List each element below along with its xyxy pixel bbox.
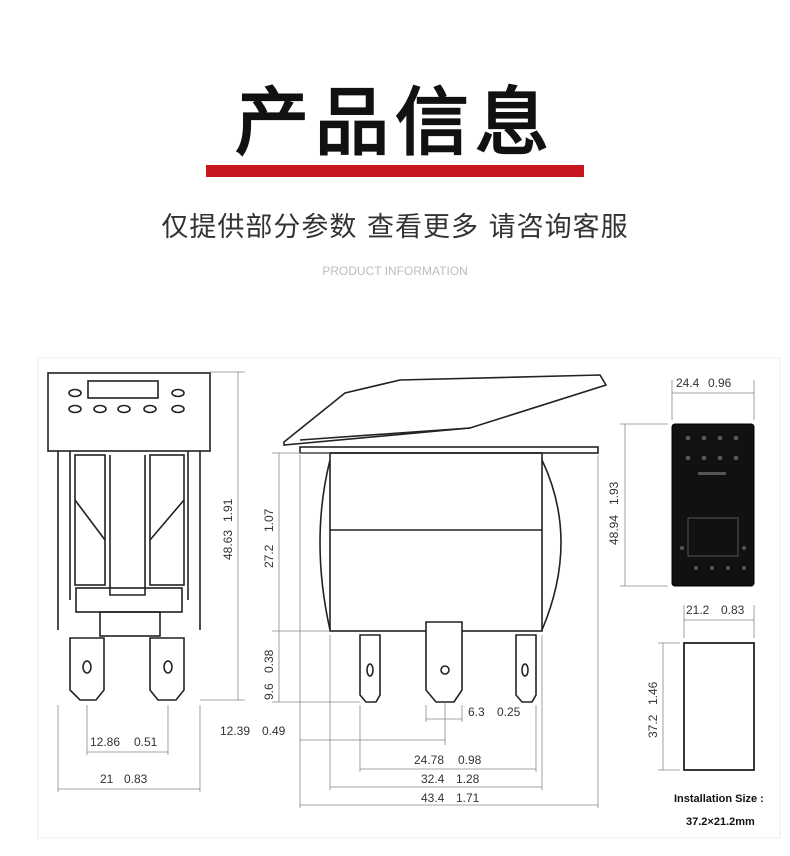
front-width-in-label: 0.83 xyxy=(124,772,148,786)
terminal-length-in-label: 0.38 xyxy=(262,649,276,673)
page-subtitle: 仅提供部分参数 查看更多 请咨询客服 xyxy=(161,212,629,243)
top-view xyxy=(671,423,755,771)
cutout-height-label: 37.2 xyxy=(646,714,660,738)
span2-label: 32.4 xyxy=(421,772,445,786)
terminal-width-label: 6.3 xyxy=(468,705,485,719)
front-view xyxy=(47,372,211,701)
drawing-frame xyxy=(37,357,781,839)
body-height-in-label: 1.07 xyxy=(262,508,276,532)
page-title: 产品信息 xyxy=(235,80,555,166)
front-height-in-label: 1.91 xyxy=(221,498,235,522)
offset-in-label: 0.49 xyxy=(262,724,286,738)
cutout-width-label: 21.2 xyxy=(686,603,710,617)
span2-in-label: 1.28 xyxy=(456,772,480,786)
installation-size-label: Installation Size : xyxy=(674,793,764,805)
dimension-lines xyxy=(57,371,755,808)
offset-label: 12.39 xyxy=(220,724,250,738)
span1-label: 24.78 xyxy=(414,753,444,767)
title-underline xyxy=(206,165,584,177)
overall-in-label: 1.71 xyxy=(456,791,480,805)
body-height-label: 27.2 xyxy=(262,544,276,568)
top-width-label: 24.4 xyxy=(676,376,700,390)
top-width-in-label: 0.96 xyxy=(708,376,732,390)
pin-spacing-label: 12.86 xyxy=(90,735,120,749)
top-height-label: 48.94 xyxy=(607,515,621,545)
installation-size-value: 37.2×21.2mm xyxy=(686,816,755,828)
cutout-height-in-label: 1.46 xyxy=(646,681,660,705)
side-view xyxy=(283,374,608,703)
top-height-in-label: 1.93 xyxy=(607,481,621,505)
pin-spacing-in-label: 0.51 xyxy=(134,735,158,749)
front-height-label: 48.63 xyxy=(221,530,235,560)
span1-in-label: 0.98 xyxy=(458,753,482,767)
front-width-label: 21 xyxy=(100,772,114,786)
dimension-labels: 48.63 1.91 12.86 0.51 21 0.83 27.2 1.07 … xyxy=(90,376,764,828)
terminal-width-in-label: 0.25 xyxy=(497,705,521,719)
english-caption: PRODUCT INFORMATION xyxy=(322,264,468,278)
terminal-length-label: 9.6 xyxy=(262,683,276,700)
overall-label: 43.4 xyxy=(421,791,445,805)
cutout-width-in-label: 0.83 xyxy=(721,603,745,617)
